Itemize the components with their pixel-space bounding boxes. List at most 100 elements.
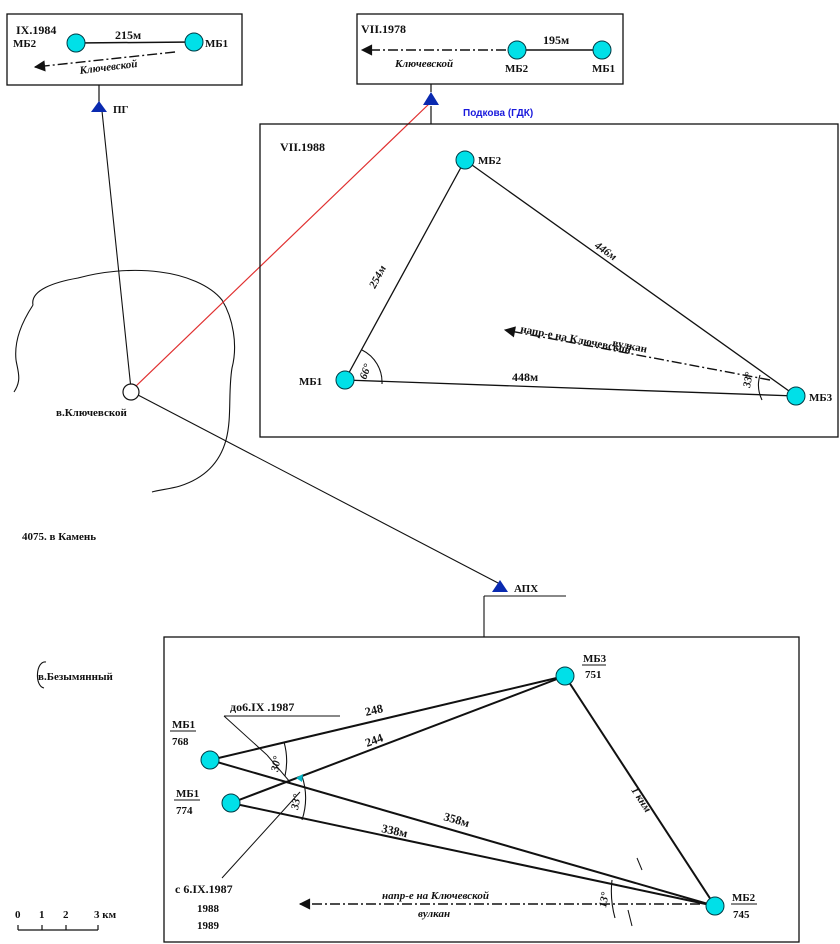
panel-1988-mb3-station [786,386,806,406]
inset-1978-frame [356,13,624,85]
pg-label: ПГ [113,104,129,116]
volcano-contour [13,269,236,493]
panel-1987-direction-line1: напр-е на Ключевской [382,890,489,902]
panel-1987-angle-tick-2 [636,857,643,871]
kamen-label: 4075. в Камень [22,531,96,543]
panel-1988: VII.1988 254м 446м 448м 66° 33° напр-е н… [259,123,839,438]
panel-1988-angle-arc-mb3 [757,374,763,401]
panel-1988-angle-arc-mb1 [361,349,383,385]
panel-1988-dist-mb1-mb2: 254м [367,263,390,291]
inset-1984-mb2-label: МБ2 [13,38,37,50]
panel-1987-frame [163,636,800,943]
panel-1987-dist-244: 244 [363,731,385,750]
panel-1987-line-248 [209,675,566,761]
panel-1987-angle-33: 33° [289,793,304,812]
panel-1987-line-mb3-mb2 [564,675,716,907]
aps-benchmark-icon [492,580,508,592]
scale-label-1: 1 [39,909,45,921]
pg-benchmark-icon [91,101,107,112]
panel-1987-from-note-line2: 1988 [197,903,220,915]
panel-1987-mb1b-label: МБ1 [176,788,199,800]
inset-1978-mb2-station [507,40,527,60]
scale-label-3: 3 км [94,909,117,921]
panel-1987-angle-13: 13° [597,891,612,909]
panel-1988-side-mb1-mb3 [344,379,797,397]
inset-1978-date: VII.1978 [361,22,406,36]
scale-label-0: 0 [15,909,21,921]
inset-1978-mb1-label: МБ1 [592,63,615,75]
aps-label: АПХ [514,583,538,595]
inset-1978: VII.1978 195м Ключевской МБ2 МБ1 [356,13,624,85]
panel-1988-mb2-station [455,150,475,170]
panel-1987-mb1a-number: 768 [172,736,189,748]
panel-1988-mb3-label: МБ3 [809,392,833,404]
panel-1987-from-note-line1: с 6.IX.1987 [175,882,233,896]
panel-1987-line-244 [230,675,566,804]
inset-1984: IX.1984 МБ2 215м МБ1 Ключевской [6,13,243,86]
panel-1988-dist-mb1-mb3: 448м [512,370,538,384]
inset-1984-mb2-station [66,33,86,53]
pg-to-volcano-line [101,110,132,390]
inset-1984-direction-arrow [33,51,176,72]
panel-1987-dist-mb3-mb2: 1 кнм [628,785,653,815]
panel-1987-mb1b-number: 774 [176,805,193,817]
inset-1984-distance: 215м [115,28,141,42]
volcano-label: в.Ключевской [56,407,128,419]
panel-1988-mb2-label: МБ2 [478,155,502,167]
panel-1987-mb2-label: МБ2 [732,892,756,904]
inset-1978-distance: 195м [543,33,569,47]
panel-1987-until-note: до6.IX .1987 [230,700,294,714]
panel-1988-side-mb2-mb3 [464,159,797,397]
inset-1984-baseline [75,41,195,44]
panel-1987-angle-30: 30° [269,755,284,774]
podkova-benchmark-icon [423,92,439,105]
panel-1987-angle-arc-30 [283,741,288,777]
panel-1987: напр-е на Ключевской вулкан 248 244 358м… [163,636,800,943]
panel-1987-angle-arc-33 [301,775,307,821]
inset-1978-mb1-station [592,40,612,60]
volcano-crater-marker [122,383,140,401]
panel-1987-angle-tick-1 [627,909,633,927]
inset-1984-direction-label: Ключевской [78,58,138,77]
panel-1987-until-leader [223,715,268,756]
podkova-to-volcano-line [134,101,432,388]
panel-1987-mb2-number: 745 [733,909,750,921]
inset-1984-date: IX.1984 [16,23,56,37]
panel-1987-mb1b-station [221,793,241,813]
volcano-to-aps-line [137,394,501,585]
panel-1988-mb1-label: МБ1 [299,376,322,388]
inset-1984-frame [6,13,243,86]
panel-1987-dist-358: 358м [442,809,471,830]
panel-1988-mb1-station [335,370,355,390]
inset-1978-mb2-label: МБ2 [505,63,529,75]
bezymyanny-contour [36,661,47,689]
panel-1987-mb3-number: 751 [585,669,602,681]
panel-1987-until-pointer [266,754,291,783]
panel-1987-mb3-station [555,666,575,686]
panel-1988-side-mb1-mb2 [344,159,466,381]
panel-1988-frame [259,123,839,438]
inset-1984-mb1-station [184,32,204,52]
panel-1987-mb1a-label: МБ1 [172,719,195,731]
panel-1988-date: VII.1988 [280,140,325,154]
scale-bar: 0 1 2 3 км [15,909,117,931]
panel-1987-direction-line2: вулкан [418,908,450,920]
panel-1987-mb2-station [705,896,725,916]
panel-1987-from-note-line3: 1989 [197,920,220,932]
panel-1988-direction-arrow [503,326,771,381]
inset-1978-direction-label: Ключевской [394,58,453,70]
panel-1987-angle-arc-13 [610,879,616,919]
panel-1987-mb3-label: МБ3 [583,653,607,665]
panel-1987-dist-248: 248 [364,701,385,719]
podkova-label: Подкова (ГДК) [463,108,533,119]
scale-label-2: 2 [63,909,69,921]
panel-1988-angle-mb3: 33° [741,371,756,390]
panel-1987-line-358 [209,759,716,907]
panel-1988-angle-mb1: 66° [358,362,375,381]
panel-1987-line-338 [230,802,716,907]
inset-1984-mb1-label: МБ1 [205,38,228,50]
panel-1987-dist-338: 338м [380,821,409,840]
bezymyanny-label: в.Безымянный [38,671,114,683]
panel-1987-from-pointer [221,791,301,879]
